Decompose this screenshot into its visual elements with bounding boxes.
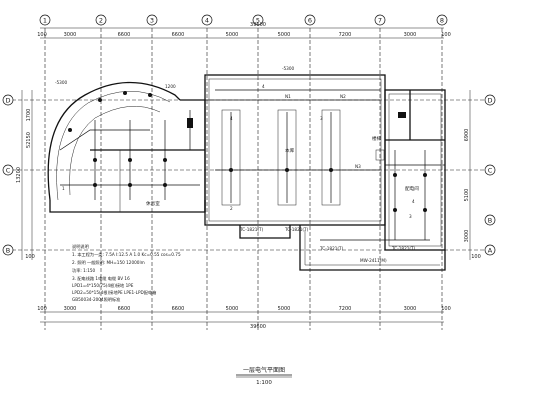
axis-right-d: D bbox=[487, 96, 492, 104]
top-axis-bubbles: 1 2 3 4 5 6 7 8 bbox=[39, 14, 448, 26]
label-elev-2: -5300 bbox=[282, 66, 295, 71]
label-tc-2: TC-1821(T) bbox=[284, 227, 309, 232]
label-num-4c: 4 bbox=[412, 199, 415, 204]
dim-right-bottom: 100 bbox=[471, 254, 481, 260]
label-num-2: 2 bbox=[230, 206, 233, 211]
dim-left-total: 13200 bbox=[16, 167, 22, 183]
note-line-3: 2. 照明 一般照明: MH=150 12000lm bbox=[72, 259, 145, 266]
building-walls bbox=[47, 74, 446, 271]
axis-right-a: A bbox=[488, 246, 493, 254]
wiring-runs bbox=[59, 89, 445, 241]
dim-bottom-edge-right: 100 bbox=[441, 306, 451, 312]
dim-bottom-seg-4: 5000 bbox=[226, 306, 239, 312]
side-dimensions: 13200 1700 52150 100 6900 5100 3000 100 bbox=[16, 90, 481, 260]
axis-left-b: B bbox=[6, 246, 10, 254]
axis-top-2: 2 bbox=[99, 16, 103, 24]
note-line-5: 3. 配电线路 1电缆 电缆 BV 16 bbox=[72, 275, 130, 282]
dim-top-seg-7: 3000 bbox=[404, 32, 417, 38]
label-room-4: 配电间 bbox=[405, 185, 419, 192]
axis-top-6: 6 bbox=[308, 16, 312, 24]
dim-bottom-seg-7: 3000 bbox=[404, 306, 417, 312]
dim-right-seg-2: 5100 bbox=[464, 189, 470, 202]
label-dim-1200: 1200 bbox=[165, 84, 176, 89]
drawing-title: 一层电气平面图 bbox=[243, 366, 285, 374]
design-notes: 说明说明 1. 本工程为一类: 7.5A I:12.5 A 1.0 Kc=0.5… bbox=[72, 243, 181, 303]
top-dimensions: 39600 100 3000 6600 6600 5000 5000 7200 … bbox=[37, 22, 451, 39]
label-mw: MW-2411(M) bbox=[360, 258, 387, 263]
dim-left-sub-2: 52150 bbox=[26, 132, 32, 148]
dim-bottom-seg-1: 3000 bbox=[64, 306, 77, 312]
dim-right-seg-1: 6900 bbox=[464, 129, 470, 142]
axis-left-d: D bbox=[5, 96, 10, 104]
axis-gridlines bbox=[12, 28, 488, 330]
dim-top-edge-right: 100 bbox=[441, 32, 451, 38]
left-axis-bubbles: D C B bbox=[2, 94, 14, 256]
dim-bottom-seg-3: 6600 bbox=[172, 306, 185, 312]
axis-left-c: C bbox=[6, 166, 11, 174]
label-wire-n3: N3 bbox=[355, 164, 361, 169]
drawing-scale: 1:100 bbox=[256, 380, 272, 386]
note-line-7: LPD2=50*15(4根)接地PE LPE1-LPD配电箱 bbox=[72, 289, 156, 296]
dim-top-seg-6: 7200 bbox=[339, 32, 352, 38]
dim-top-seg-1: 3000 bbox=[64, 32, 77, 38]
note-line-4: 功率: 1:150 bbox=[72, 267, 96, 274]
dim-left-sub-1: 1700 bbox=[26, 109, 32, 122]
light-fixtures bbox=[221, 109, 341, 206]
label-room-1: 休息室 bbox=[146, 200, 160, 207]
dim-right-seg-3: 3000 bbox=[464, 230, 470, 243]
dim-top-edge-left: 100 bbox=[37, 32, 47, 38]
drawing-title-block: 一层电气平面图 1:100 bbox=[236, 366, 292, 386]
label-tc-3: TC-1821(T) bbox=[319, 246, 344, 251]
dim-bottom-seg-6: 7200 bbox=[339, 306, 352, 312]
dim-top-seg-4: 5000 bbox=[226, 32, 239, 38]
label-elev-1: -5300 bbox=[55, 80, 68, 85]
note-line-8: GB50034-2004照明标准 bbox=[72, 296, 120, 303]
right-axis-bubbles: D C B A bbox=[484, 94, 496, 256]
dim-top-seg-5: 5000 bbox=[278, 32, 291, 38]
dim-left-bottom: 100 bbox=[25, 254, 35, 260]
axis-top-3: 3 bbox=[150, 16, 154, 24]
label-room-2: 本库 bbox=[285, 147, 295, 154]
dim-top-seg-3: 6600 bbox=[172, 32, 185, 38]
dim-bottom-seg-5: 5000 bbox=[278, 306, 291, 312]
label-wire-n2: N2 bbox=[340, 94, 346, 99]
label-num-4b: 4 bbox=[230, 116, 233, 121]
label-num-3b: 3 bbox=[409, 214, 412, 219]
note-line-1: 说明说明 bbox=[72, 243, 89, 250]
dim-bottom-total: 39600 bbox=[250, 324, 266, 330]
note-line-6: LPD1=4*150/75(4根)接地 1PE bbox=[72, 282, 134, 289]
dim-bottom-edge-left: 100 bbox=[37, 306, 47, 312]
axis-top-1: 1 bbox=[43, 16, 47, 24]
label-tc-1: TC-1821(T) bbox=[239, 227, 264, 232]
plan-labels: -5300 -5300 1200 休息室 本库 楼梯 配电间 TC-1821(T… bbox=[55, 66, 419, 263]
note-line-2: 1. 本工程为一类: 7.5A I:12.5 A 1.0 Kc=0.55 cos… bbox=[72, 251, 181, 258]
label-num-4a: 4 bbox=[262, 84, 265, 89]
fixture-symbols bbox=[68, 91, 427, 212]
dim-top-seg-2: 6600 bbox=[118, 32, 131, 38]
axis-top-5: 5 bbox=[256, 16, 260, 24]
bottom-dimensions: 100 3000 6600 6600 5000 5000 7200 3000 1… bbox=[37, 306, 451, 330]
label-wire-n1: N1 bbox=[285, 94, 291, 99]
axis-top-8: 8 bbox=[440, 16, 444, 24]
label-num-3a: 3 bbox=[320, 116, 323, 121]
label-num-1: 1 bbox=[62, 186, 65, 191]
dim-top-total: 39600 bbox=[250, 22, 266, 28]
label-room-3: 楼梯 bbox=[372, 135, 382, 142]
axis-right-b: B bbox=[488, 216, 492, 224]
axis-right-c: C bbox=[488, 166, 493, 174]
label-tc-4: TC-1821(T) bbox=[391, 246, 416, 251]
axis-top-4: 4 bbox=[205, 16, 209, 24]
axis-top-7: 7 bbox=[378, 16, 382, 24]
dim-bottom-seg-2: 6600 bbox=[118, 306, 131, 312]
